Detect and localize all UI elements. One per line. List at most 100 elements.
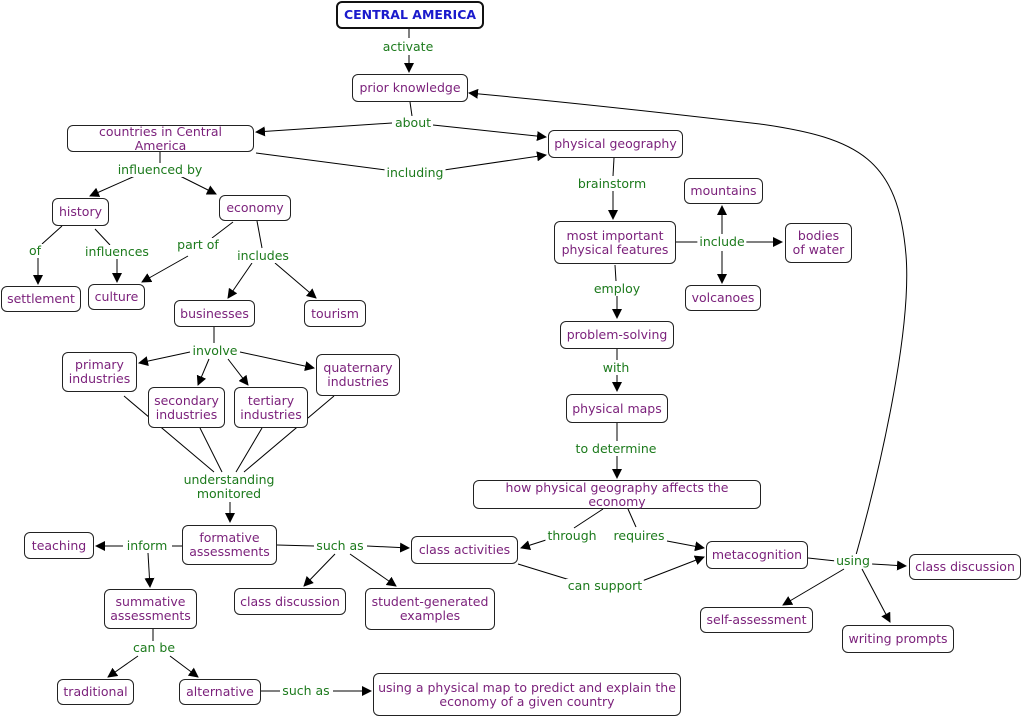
connector [409,101,413,117]
connector [138,351,191,366]
bodies-of-water-node[interactable]: bodies of water [785,223,852,263]
self-assessment-node[interactable]: self-assessment [700,607,813,633]
secondary-industries-node[interactable]: secondary industries [148,387,225,428]
link-label-inform: inform [124,538,170,553]
link-label-part-of: part of [175,237,221,252]
connector [94,228,111,246]
connector [520,539,547,551]
connector [227,358,249,386]
connector [432,124,547,142]
countries-node[interactable]: countries in Central America [67,124,254,152]
how-physical-geography-node[interactable]: how physical geography affects the econo… [473,480,761,509]
link-label-with: with [600,360,632,375]
formative-assessments-node[interactable]: formative assessments [182,525,277,565]
connector [141,255,189,283]
connector [179,175,217,195]
connector [627,508,637,528]
culture-node[interactable]: culture [88,284,145,310]
connector [107,655,139,678]
quaternary-industries-node[interactable]: quaternary industries [316,354,400,396]
most-important-features-node[interactable]: most important physical features [554,221,676,264]
link-label-about: about [392,115,434,130]
link-label-such-as-1: such as [314,538,366,553]
tourism-node[interactable]: tourism [304,300,366,327]
link-label-brainstorm: brainstorm [575,176,649,191]
connector [517,563,571,581]
connector [274,262,317,299]
economy-node[interactable]: economy [219,195,291,221]
connector [239,351,315,371]
link-label-activate: activate [380,39,436,54]
link-label-requires: requires [611,528,667,543]
connector [255,152,387,171]
tertiary-industries-node[interactable]: tertiary industries [234,387,308,428]
mountains-node[interactable]: mountains [684,178,763,204]
connector [366,542,410,553]
link-label-involve: involve [190,343,240,358]
connector [573,508,604,529]
link-label-include: include [697,234,747,249]
link-label-including: including [384,165,446,180]
central-america-node[interactable]: CENTRAL AMERICA [336,1,484,29]
teaching-node[interactable]: teaching [24,532,94,559]
connector [614,264,617,282]
alternative-node[interactable]: alternative [179,679,261,705]
connector [612,157,615,177]
link-label-using: using [834,553,872,568]
connector [255,122,393,137]
connector [196,358,210,386]
summative-assessments-node[interactable]: summative assessments [104,589,197,629]
connector [666,540,705,552]
businesses-node[interactable]: businesses [174,300,255,327]
connector [89,175,136,197]
connector [227,262,253,299]
connector [807,557,837,562]
link-label-through: through [545,528,599,543]
traditional-node[interactable]: traditional [57,679,134,705]
primary-industries-node[interactable]: primary industries [62,352,137,392]
connector [276,544,315,547]
connector [861,568,891,623]
connector [641,555,705,582]
writing-prompts-node[interactable]: writing prompts [842,625,954,653]
connector [169,655,199,678]
connector [235,427,263,473]
connector [144,552,155,588]
link-label-influenced-by: influenced by [115,162,205,177]
link-label-includes: includes [235,248,291,263]
class-activities-node[interactable]: class activities [411,536,518,564]
prior-knowledge-node[interactable]: prior knowledge [352,74,468,102]
connector [782,568,845,606]
link-label-understanding-monitored: understanding monitored [181,472,277,501]
connector [41,225,63,245]
connector [349,553,397,587]
connector [303,553,336,587]
physical-geography-node[interactable]: physical geography [548,130,683,158]
settlement-node[interactable]: settlement [1,286,81,312]
history-node[interactable]: history [52,198,109,226]
connector [243,395,335,473]
connector [123,395,215,473]
connector-curve [468,88,908,556]
connector [199,427,223,473]
connector [871,560,907,571]
link-label-can-support: can support [565,578,645,593]
link-label-can-be: can be [130,640,178,655]
link-label-such-as-2: such as [280,683,332,698]
connector [211,221,234,239]
connector [256,220,263,249]
volcanoes-node[interactable]: volcanoes [685,285,761,311]
using-physical-map-node[interactable]: using a physical map to predict and expl… [373,673,681,716]
class-discussion-node-1[interactable]: class discussion [234,588,346,615]
physical-maps-node[interactable]: physical maps [566,394,668,423]
link-label-influences: influences [83,244,151,259]
metacognition-node[interactable]: metacognition [706,541,808,569]
link-label-of: of [26,243,44,258]
class-discussion-node-2[interactable]: class discussion [909,554,1021,580]
link-label-employ: employ [591,281,643,296]
link-label-to-determine: to determine [573,441,659,456]
student-generated-examples-node[interactable]: student-generated examples [365,588,495,630]
problem-solving-node[interactable]: problem-solving [560,321,674,349]
